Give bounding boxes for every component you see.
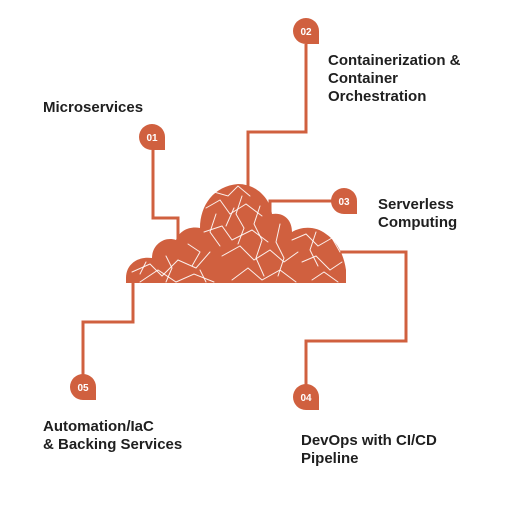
label-line: Containerization & [328, 52, 461, 69]
badge-01: 01 [139, 124, 165, 150]
connector-04 [304, 250, 408, 398]
connector-02 [246, 44, 308, 190]
connector-lines [81, 44, 408, 398]
label-line: Serverless [378, 196, 454, 213]
connector-01 [151, 150, 180, 250]
badge-03: 03 [331, 188, 357, 214]
label-line: Pipeline [301, 450, 359, 467]
label-line: Automation/IaC [43, 418, 154, 435]
cloud-icon [126, 184, 346, 283]
connector-05 [81, 282, 135, 388]
badge-number: 02 [300, 27, 312, 38]
badge-number: 05 [77, 383, 89, 394]
badge-04: 04 [293, 384, 319, 410]
label-line: Microservices [43, 99, 144, 116]
badge-number: 04 [300, 393, 312, 404]
connector-03 [268, 199, 334, 212]
label-line: Computing [378, 214, 458, 231]
label-line: DevOps with CI/CD [301, 432, 437, 449]
label-automation: Automation/IaC & Backing Services [43, 418, 182, 454]
badge-number: 01 [146, 133, 158, 144]
badge-05: 05 [70, 374, 96, 400]
label-devops: DevOps with CI/CD Pipeline [301, 432, 437, 468]
badge-02: 02 [293, 18, 319, 44]
cloud-texture [131, 185, 343, 283]
label-line: Orchestration [328, 88, 427, 105]
label-line: & Backing Services [43, 436, 183, 453]
badge-number: 03 [338, 197, 350, 208]
label-containerization: Containerization & Container Orchestrati… [328, 52, 461, 106]
label-serverless: Serverless Computing [378, 196, 457, 232]
label-microservices: Microservices [43, 99, 143, 117]
label-line: Container [328, 70, 399, 87]
